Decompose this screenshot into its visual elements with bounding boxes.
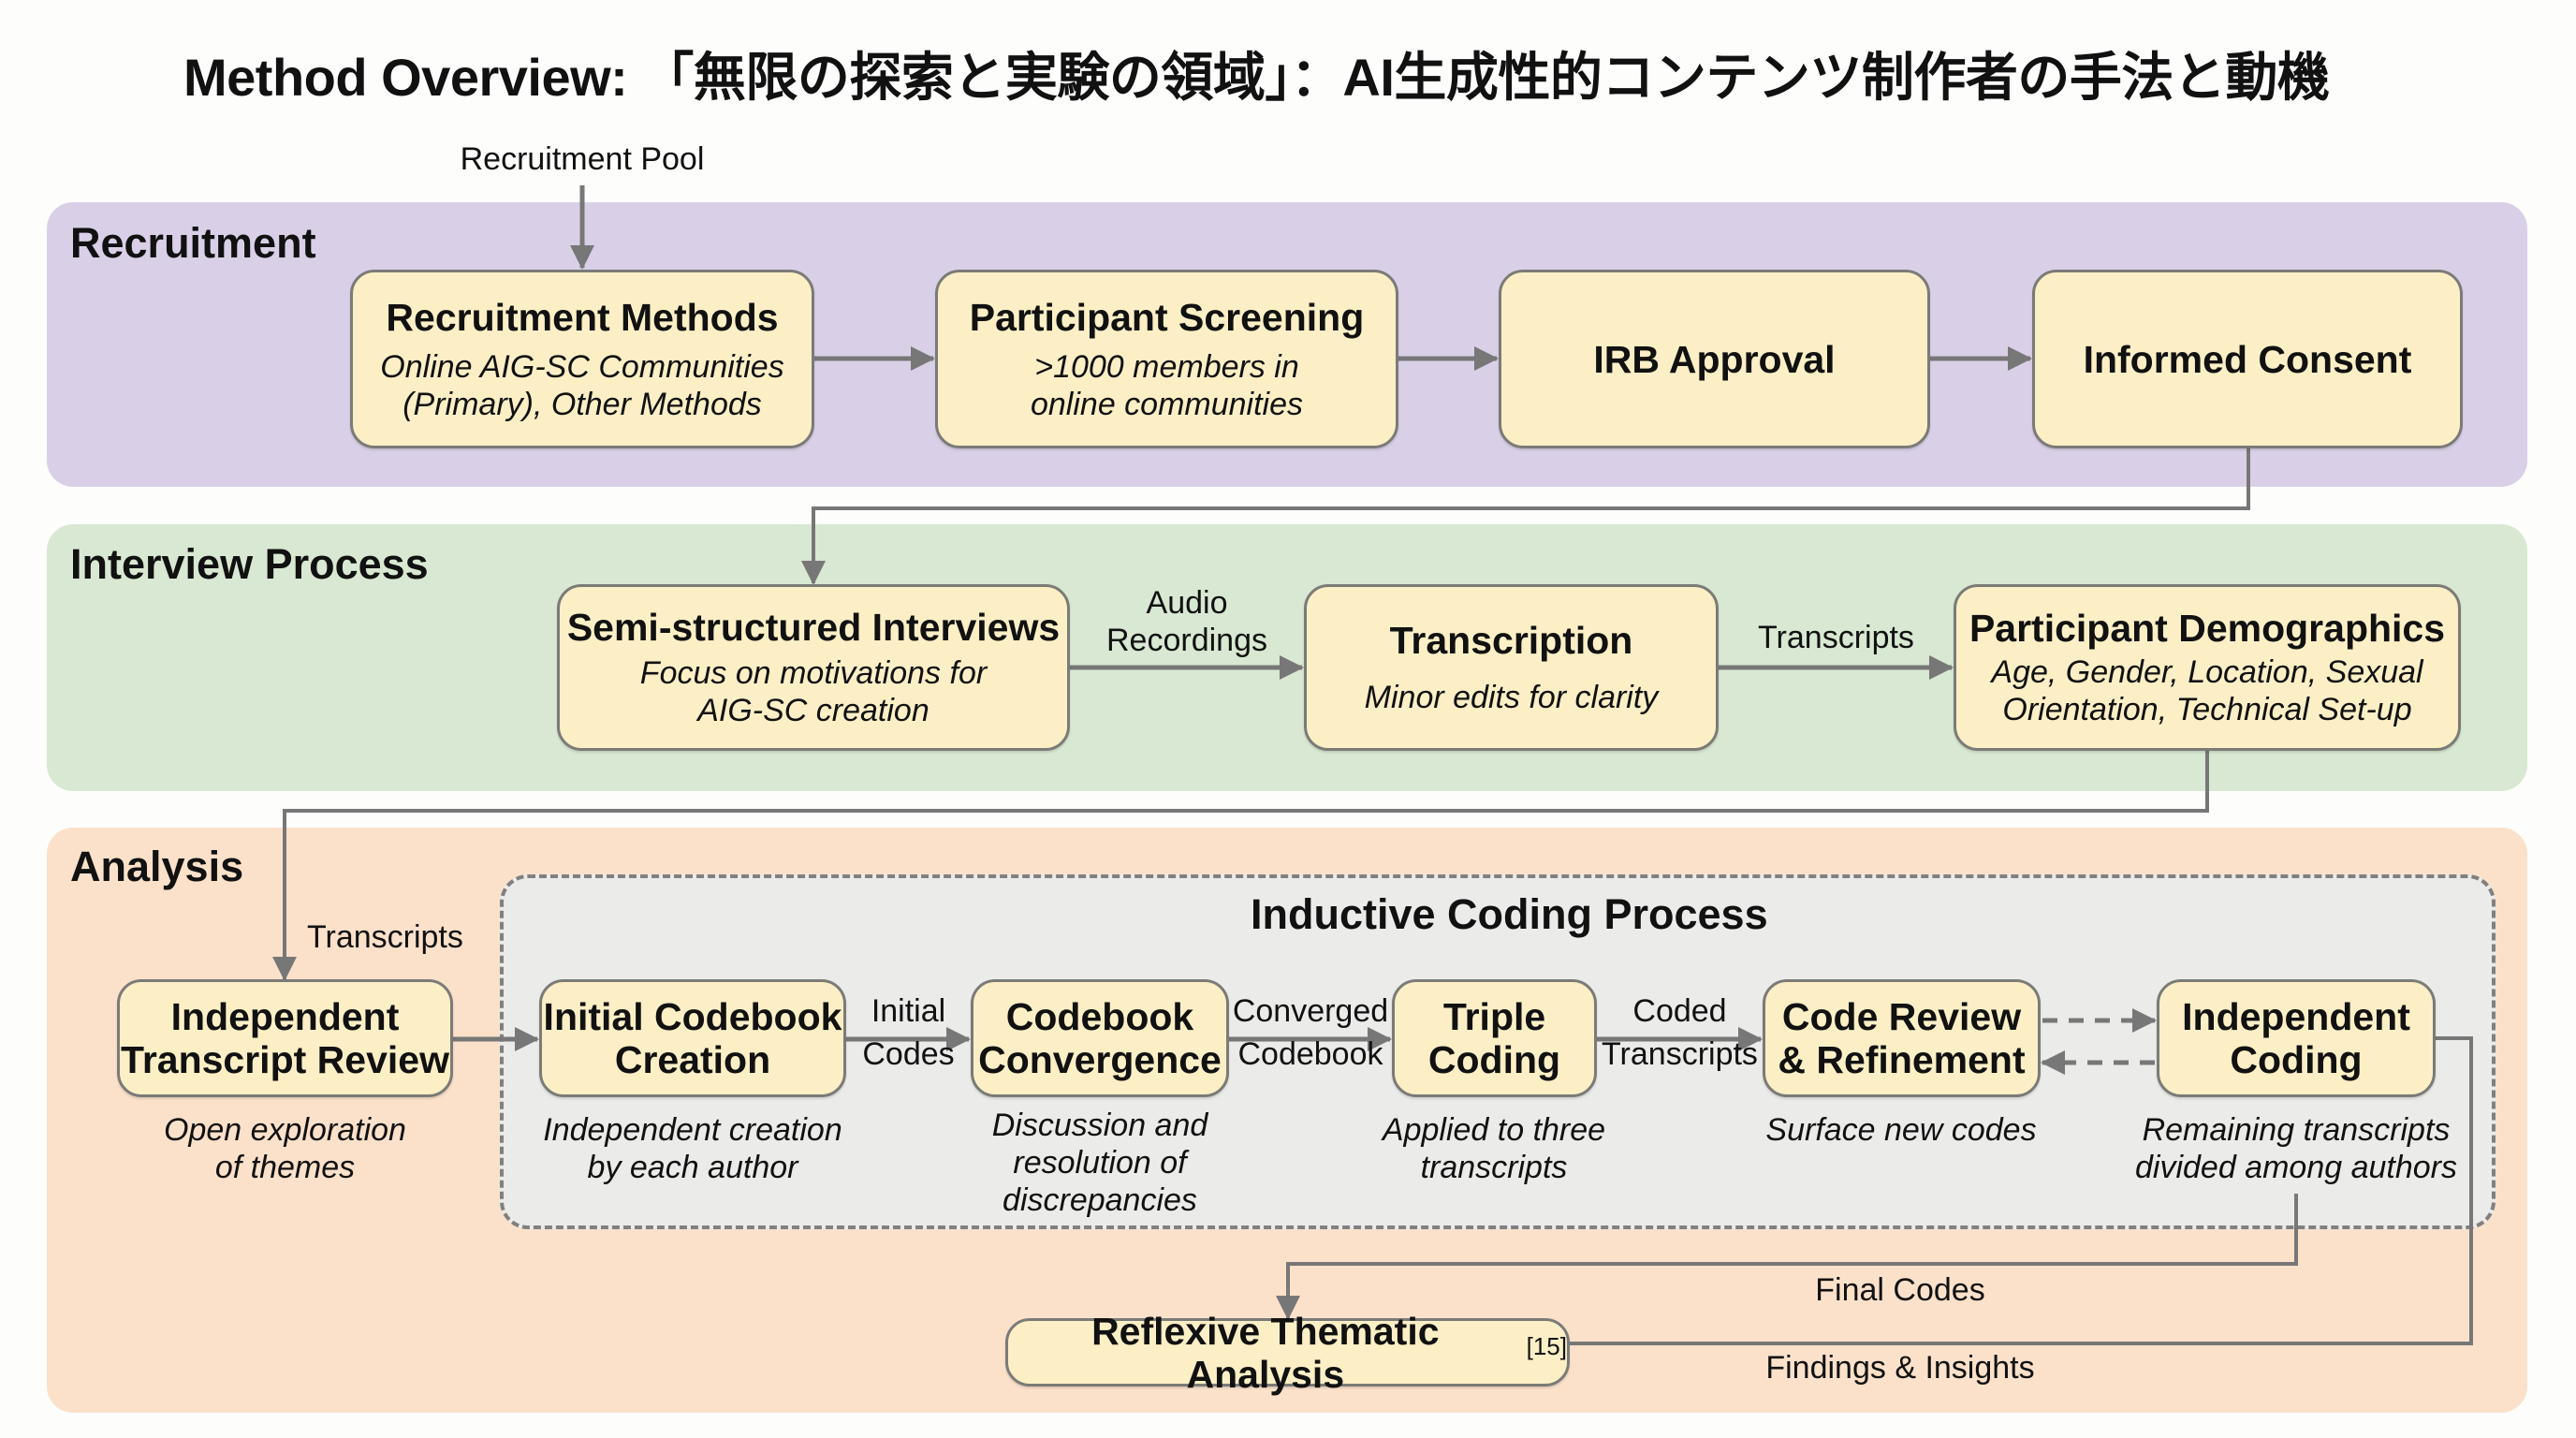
edge-label-findings-insights: Findings & Insights: [1765, 1350, 2035, 1386]
codebook-convergence-caption-line2: resolution of: [1013, 1145, 1187, 1181]
edge-label-converged-line2: Codebook: [1237, 1036, 1383, 1072]
inductive-coding-title: Inductive Coding Process: [1251, 890, 1768, 938]
participant-screening-box: Participant Screening >1000 members in o…: [935, 270, 1398, 448]
recruitment-pool-label: Recruitment Pool: [460, 141, 705, 177]
edge-label-coded-line1: Coded: [1632, 993, 1727, 1029]
independent-coding-caption: Remaining transcripts divided among auth…: [2109, 1111, 2483, 1186]
participant-demographics-title: Participant Demographics: [1969, 607, 2446, 650]
participant-demographics-subtitle-line1: Age, Gender, Location, Sexual: [1991, 654, 2423, 690]
recruitment-band-label: Recruitment: [70, 219, 316, 267]
codebook-convergence-caption-line3: discrepancies: [1003, 1182, 1197, 1218]
recruitment-methods-subtitle-line2: (Primary), Other Methods: [402, 386, 762, 422]
independent-coding-title-line2: Coding: [2230, 1038, 2363, 1081]
independent-coding-box: Independent Coding: [2157, 979, 2436, 1097]
participant-screening-subtitle: >1000 members in online communities: [1031, 348, 1303, 423]
independent-coding-caption-line2: divided among authors: [2134, 1150, 2457, 1185]
semi-structured-interviews-title: Semi-structured Interviews: [566, 606, 1061, 649]
code-review-refinement-box: Code Review & Refinement: [1763, 979, 2041, 1097]
code-review-title-line1: Code Review: [1781, 995, 2022, 1038]
informed-consent-title: Informed Consent: [2083, 337, 2412, 381]
transcription-title: Transcription: [1389, 619, 1633, 662]
edge-label-coded-transcripts: Coded Transcripts: [1597, 992, 1763, 1073]
independent-transcript-review-box: Independent Transcript Review: [117, 979, 453, 1097]
semi-structured-interviews-subtitle-line1: Focus on motivations for: [639, 655, 988, 691]
analysis-band-label: Analysis: [70, 843, 244, 890]
participant-demographics-subtitle: Age, Gender, Location, Sexual Orientatio…: [1991, 653, 2422, 728]
recruitment-methods-subtitle: Online AIG-SC Communities (Primary), Oth…: [380, 348, 783, 423]
arrow-final-codes: [1276, 1194, 2298, 1320]
participant-demographics-subtitle-line2: Orientation, Technical Set-up: [2002, 692, 2412, 727]
interview-band-label: Interview Process: [70, 540, 429, 588]
irb-approval-title: IRB Approval: [1593, 337, 1836, 381]
independent-review-title-line1: Independent: [170, 995, 400, 1038]
triple-coding-caption-line1: Applied to three: [1382, 1112, 1606, 1148]
initial-codebook-caption: Independent creation by each author: [505, 1111, 880, 1186]
triple-coding-title-line2: Coding: [1427, 1038, 1561, 1081]
edge-label-audio-recordings: Audio Recordings: [1070, 584, 1304, 659]
independent-coding-caption-line1: Remaining transcripts: [2142, 1112, 2451, 1148]
initial-codebook-caption-line1: Independent creation: [543, 1112, 842, 1148]
edge-label-final-codes: Final Codes: [1815, 1272, 1985, 1308]
transcription-subtitle: Minor edits for clarity: [1364, 680, 1659, 715]
edge-label-audio-line2: Recordings: [1106, 623, 1267, 658]
triple-coding-box: Triple Coding: [1392, 979, 1597, 1097]
edge-label-coded-line2: Transcripts: [1602, 1036, 1758, 1072]
independent-review-caption: Open exploration of themes: [117, 1111, 453, 1186]
initial-codebook-title-line2: Creation: [614, 1038, 771, 1081]
codebook-convergence-title-line2: Convergence: [978, 1038, 1222, 1081]
independent-coding-title-line1: Independent: [2182, 995, 2410, 1038]
initial-codebook-caption-line2: by each author: [587, 1150, 798, 1185]
codebook-convergence-box: Codebook Convergence: [971, 979, 1229, 1097]
transcription-box: Transcription Minor edits for clarity: [1304, 584, 1719, 751]
edge-label-initial-codes-line1: Initial: [871, 993, 946, 1029]
recruitment-methods-box: Recruitment Methods Online AIG-SC Commun…: [350, 270, 814, 448]
codebook-convergence-caption-line1: Discussion and: [991, 1108, 1208, 1143]
page-title: Method Overview: 「無限の探索と実験の領域」：AI生成性的コンテ…: [183, 48, 2330, 107]
semi-structured-interviews-subtitle-line2: AIG-SC creation: [697, 693, 929, 728]
informed-consent-box: Informed Consent: [2032, 270, 2463, 448]
triple-coding-title-line1: Triple: [1442, 995, 1546, 1038]
reflexive-thematic-analysis-title: Reflexive Thematic Analysis: [1091, 1309, 1440, 1396]
codebook-convergence-title-line1: Codebook: [1005, 995, 1194, 1038]
code-review-caption: Surface new codes: [1765, 1112, 2037, 1148]
recruitment-methods-title: Recruitment Methods: [386, 295, 779, 339]
edge-label-transcripts: Transcripts: [1758, 620, 1914, 655]
triple-coding-caption-line2: transcripts: [1420, 1150, 1568, 1185]
semi-structured-interviews-subtitle: Focus on motivations for AIG-SC creation: [640, 654, 987, 729]
edge-label-audio-line1: Audio: [1146, 585, 1228, 621]
participant-screening-subtitle-line1: >1000 members in: [1034, 348, 1299, 385]
reflexive-citation: [15]: [1526, 1332, 1567, 1360]
code-review-title-line2: & Refinement: [1778, 1038, 2026, 1081]
arrow-consent-to-interviews: [801, 448, 2250, 585]
edge-label-analysis-transcripts: Transcripts: [307, 919, 463, 955]
edge-label-initial-codes: Initial Codes: [846, 992, 971, 1073]
semi-structured-interviews-box: Semi-structured Interviews Focus on moti…: [557, 584, 1070, 751]
arrow-demographics-to-review: [272, 751, 2209, 981]
edge-label-initial-codes-line2: Codes: [862, 1036, 955, 1072]
line-findings-insights: [1570, 1036, 2473, 1345]
independent-review-title-line2: Transcript Review: [121, 1038, 449, 1081]
codebook-convergence-caption: Discussion and resolution of discrepanci…: [959, 1107, 1240, 1219]
participant-screening-title: Participant Screening: [969, 295, 1365, 339]
independent-review-caption-line2: of themes: [214, 1150, 356, 1185]
participant-demographics-box: Participant Demographics Age, Gender, Lo…: [1954, 584, 2461, 751]
reflexive-thematic-analysis-box: Reflexive Thematic Analysis [15]: [1005, 1310, 1570, 1396]
initial-codebook-creation-box: Initial Codebook Creation: [539, 979, 846, 1097]
irb-approval-box: IRB Approval: [1499, 270, 1930, 448]
edge-label-converged-line1: Converged: [1232, 993, 1389, 1029]
recruitment-methods-subtitle-line1: Online AIG-SC Communities: [380, 348, 784, 385]
independent-review-caption-line1: Open exploration: [164, 1112, 406, 1148]
initial-codebook-title-line1: Initial Codebook: [543, 995, 842, 1038]
triple-coding-caption: Applied to three transcripts: [1354, 1111, 1634, 1186]
participant-screening-subtitle-line2: online communities: [1030, 386, 1304, 422]
edge-label-converged-codebook: Converged Codebook: [1229, 992, 1392, 1073]
